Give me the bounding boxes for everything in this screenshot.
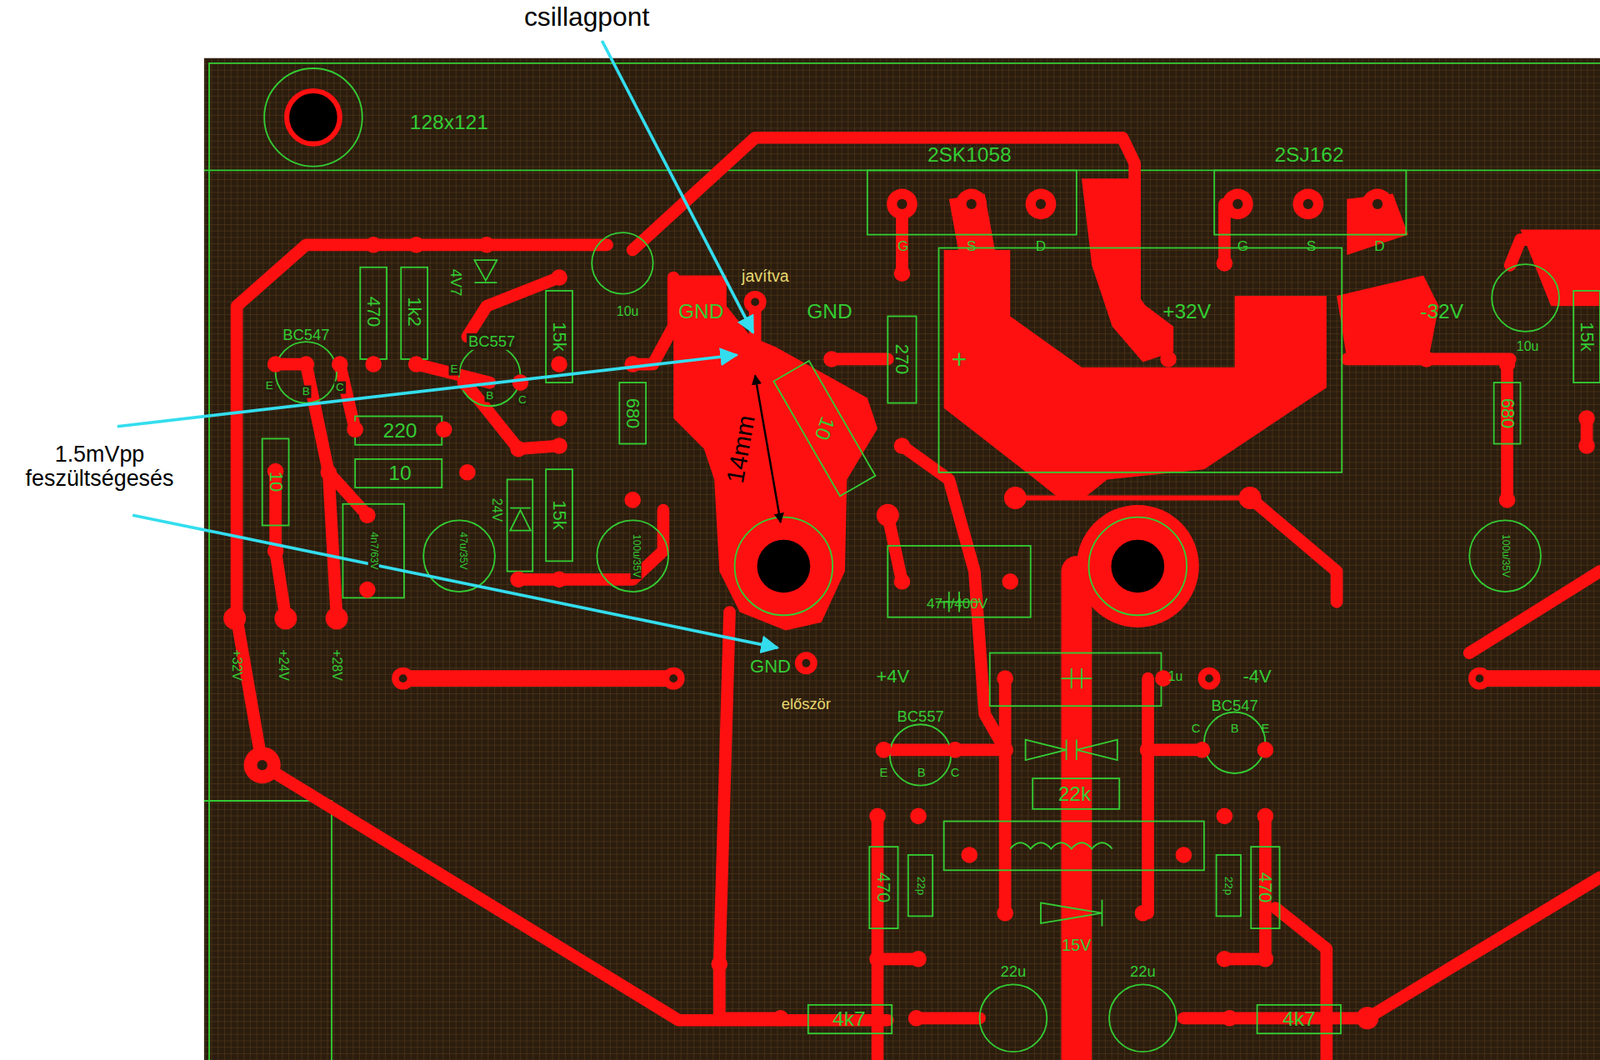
silkscreen-label: 100u/35V xyxy=(630,532,641,580)
silkscreen-label: 15k xyxy=(1576,321,1597,351)
silkscreen-label: E xyxy=(879,765,888,780)
silkscreen-label: + xyxy=(951,345,968,375)
silkscreen-label: 15V xyxy=(1061,936,1091,955)
silkscreen-label: 220 xyxy=(381,419,420,442)
silkscreen-label: G xyxy=(897,239,909,255)
dimension-line xyxy=(755,375,781,523)
silkscreen-label: C xyxy=(334,381,346,395)
silkscreen-label: +32V xyxy=(1162,300,1211,323)
silkscreen-label: 1u xyxy=(1168,669,1184,684)
silkscreen-label: 4V7 xyxy=(447,269,465,297)
silkscreen-label: 15k xyxy=(549,500,570,530)
silkscreen-label: 22p xyxy=(1222,876,1235,896)
silkscreen-label: D xyxy=(1035,239,1046,255)
silkscreen-label: B xyxy=(300,385,312,399)
silkscreen-label: C xyxy=(950,765,960,780)
silkscreen-label: B xyxy=(917,765,926,780)
silkscreen-label: 10 xyxy=(388,462,411,485)
silkscreen-label: +32V xyxy=(229,650,244,682)
silkscreen-label: +28V xyxy=(329,650,344,682)
pads xyxy=(223,188,1595,1030)
copper-pours xyxy=(673,178,1600,630)
callout-note: 14mm xyxy=(721,413,760,485)
silkscreen-label: 47n/400V xyxy=(926,595,988,612)
silkscreen-label: 2SK1058 xyxy=(927,144,1012,167)
silkscreen-label: 128x121 xyxy=(410,110,489,134)
silkscreen-label: 10u xyxy=(1516,340,1540,355)
silkscreen-label: +4V xyxy=(876,666,910,687)
silkscreen-label: 4n7/63V xyxy=(367,530,379,571)
silkscreen-label: 24V xyxy=(490,498,505,522)
silkscreen-label: BC557 xyxy=(896,707,944,725)
note-label: javítva xyxy=(741,267,790,286)
silkscreen-label: 470 xyxy=(363,295,384,327)
silkscreen-label: 22u xyxy=(1130,963,1156,980)
silkscreen-label: 4k7 xyxy=(832,1008,866,1031)
silkscreen-label: 270 xyxy=(891,344,912,375)
silkscreen-label: GND xyxy=(750,656,791,677)
silkscreen-label: B xyxy=(484,390,495,403)
silkscreen-label: 47u/35V xyxy=(456,530,468,571)
leader-arrows xyxy=(117,40,778,648)
silkscreen-label: 680 xyxy=(622,398,643,430)
silkscreen-label: E xyxy=(1260,721,1270,735)
pad-holes xyxy=(399,199,1485,683)
board xyxy=(204,58,1600,1060)
silkscreen-label: 1k2 xyxy=(404,296,425,326)
silkscreen-label: S xyxy=(966,239,976,255)
silkscreen-label: 15k xyxy=(549,321,570,351)
note-label: először xyxy=(781,695,831,713)
silkscreen-label: B xyxy=(1230,721,1240,735)
callout-note: 1.5mVpp feszültségesés xyxy=(2,442,197,492)
silkscreen-label: 10 xyxy=(265,471,286,492)
silkscreen-label: 470 xyxy=(1255,872,1275,904)
silkscreen-label: E xyxy=(448,363,460,376)
silkscreen-label: -32V xyxy=(1420,300,1464,323)
silkscreen-label: S xyxy=(1306,239,1316,255)
silkscreen-label: C xyxy=(1191,721,1201,735)
silkscreen-label: 100u/35V xyxy=(1499,534,1510,578)
mounting-holes xyxy=(244,68,1187,784)
silkscreen-label: 2SJ162 xyxy=(1274,144,1344,167)
silkscreen-label: G xyxy=(1237,239,1249,255)
silkscreen-label: C xyxy=(516,394,529,407)
silkscreen-label: 22u xyxy=(1000,963,1027,980)
callout-note: csillagpont xyxy=(524,2,650,32)
silkscreen-label: 470 xyxy=(873,872,894,904)
component-outlines xyxy=(262,170,1600,1052)
silkscreen-label: 22p xyxy=(914,876,927,896)
silkscreen-label: 22k xyxy=(1058,782,1092,805)
silkscreen-label: 10 xyxy=(810,414,840,444)
silkscreen-label: -4V xyxy=(1242,666,1271,687)
silkscreen-label: E xyxy=(264,379,275,392)
silkscreen-label: 10u xyxy=(616,304,640,319)
silkscreen-label: BC547 xyxy=(1210,697,1258,715)
silkscreen-label: GND xyxy=(678,300,724,323)
silkscreen-label: BC547 xyxy=(282,325,330,343)
silkscreen-label: GND xyxy=(806,300,852,323)
silkscreen-label: BC557 xyxy=(466,333,517,350)
copper-traces xyxy=(236,137,1600,1060)
silkscreen-label: 4k7 xyxy=(1282,1008,1316,1031)
silkscreen-label: D xyxy=(1374,239,1385,255)
silkscreen-label: 680 xyxy=(1497,398,1518,430)
silkscreen-label: +24V xyxy=(276,650,291,682)
